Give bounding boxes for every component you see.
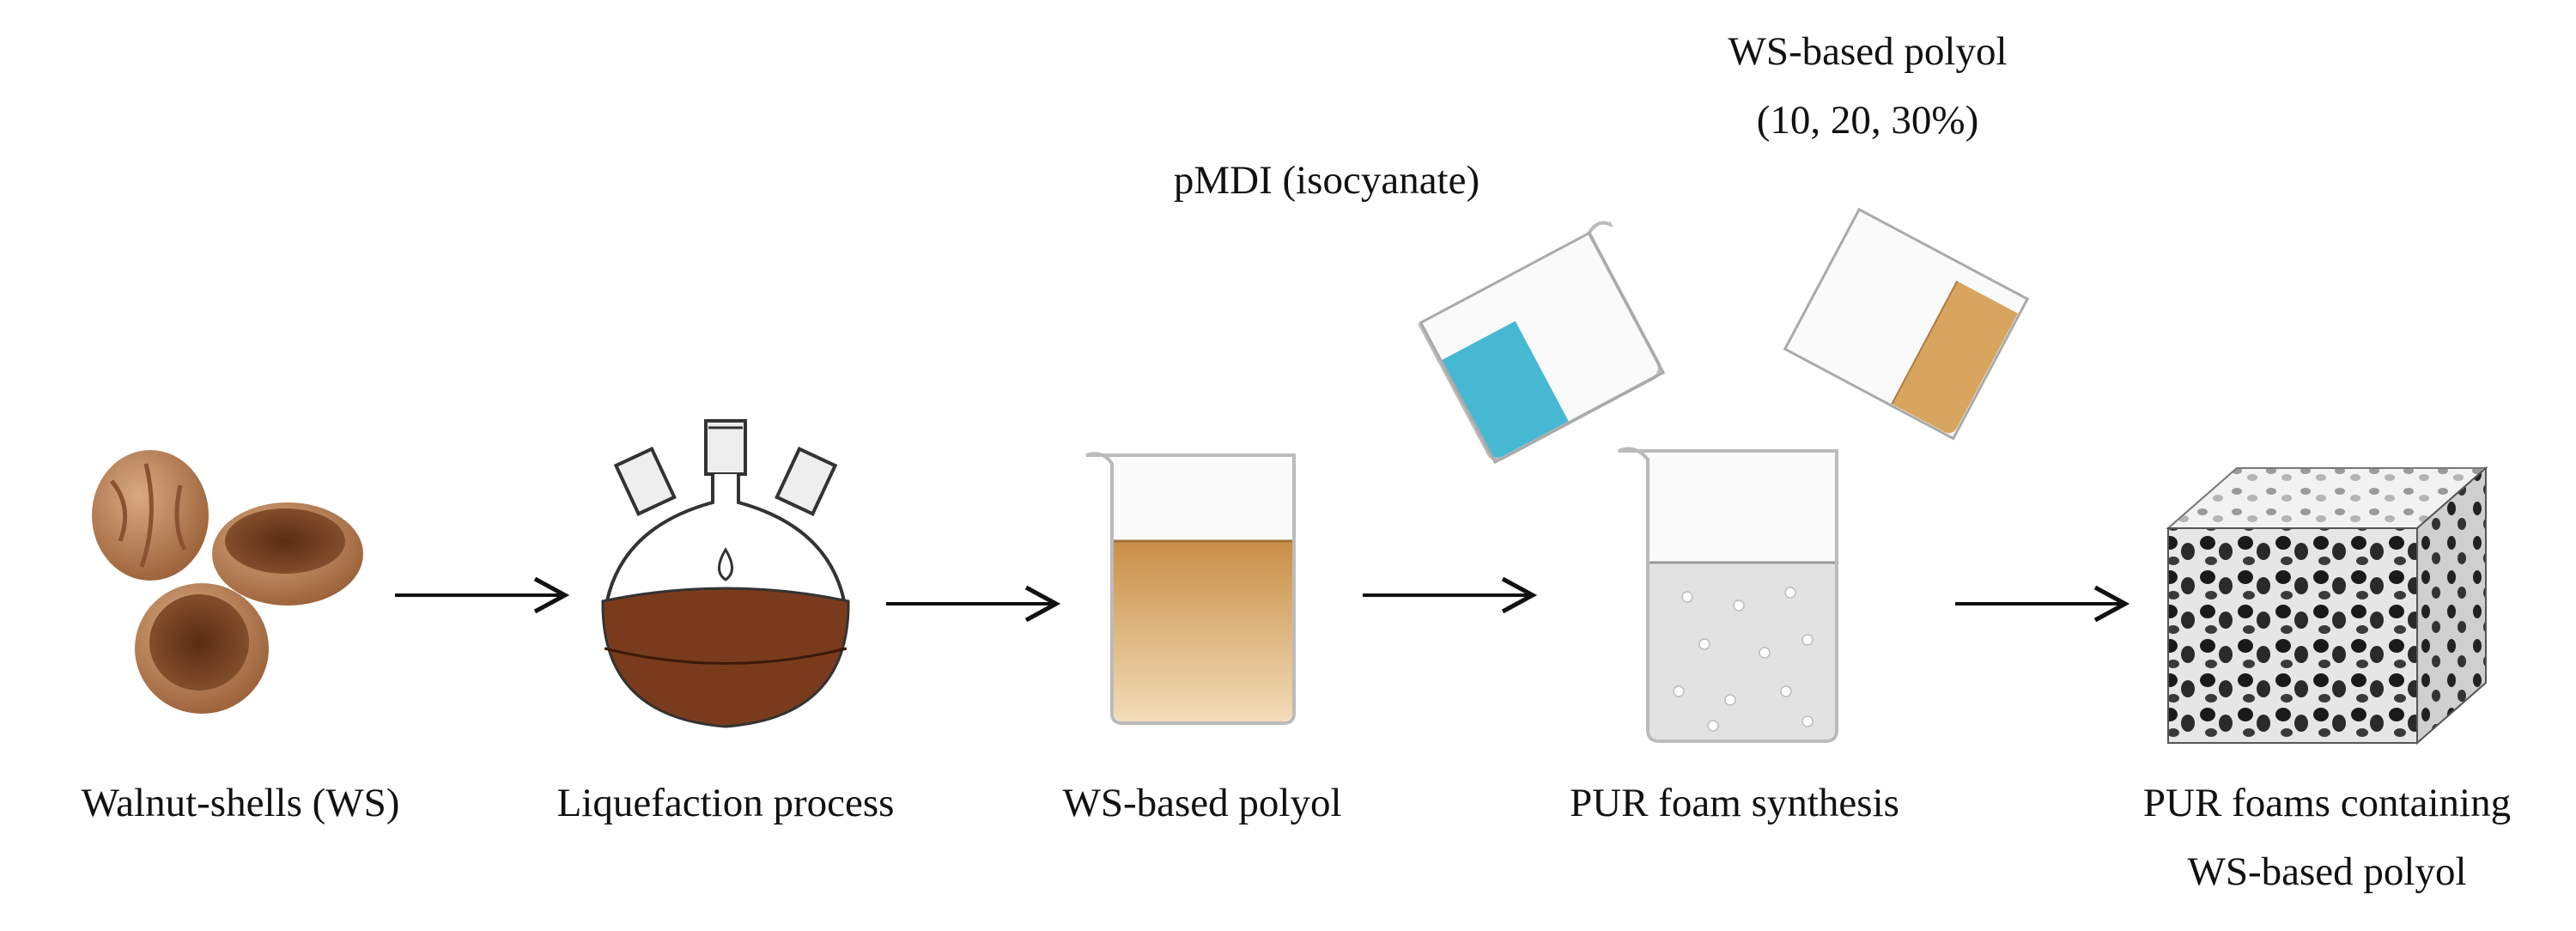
step-foam-synthesis-label: PUR foam synthesis xyxy=(1570,781,1899,825)
isocyanate-beaker-icon xyxy=(1418,221,1666,465)
step-final-foam-label-line2: WS-based polyol xyxy=(2187,849,2467,894)
ws-polyol-ratio-label-line1: WS-based polyol xyxy=(1728,29,2008,74)
three-neck-flask-icon xyxy=(601,419,850,728)
arrow-right-icon xyxy=(1955,585,2130,623)
arrow-right-icon xyxy=(1363,576,1538,614)
step-liquefaction-label: Liquefaction process xyxy=(556,781,895,825)
polyol-pour-beaker-icon xyxy=(1783,207,2030,441)
mixing-beaker-icon xyxy=(1618,447,1838,743)
pmdi-label: pMDI (isocyanate) xyxy=(1173,158,1480,203)
step-polyol-label: WS-based polyol xyxy=(1062,781,1342,825)
step-final-foam-label-line1: PUR foams containing xyxy=(2142,781,2512,825)
arrow-right-icon xyxy=(886,585,1061,623)
arrow-right-icon xyxy=(395,576,570,614)
step-walnut-shells-label: Walnut-shells (WS) xyxy=(81,781,400,825)
ws-polyol-ratio-label-line2: (10, 20, 30%) xyxy=(1756,98,1979,143)
polyol-beaker-icon xyxy=(1085,452,1296,725)
foam-cube-icon xyxy=(2166,466,2488,745)
walnut-shells-icon xyxy=(92,450,363,714)
